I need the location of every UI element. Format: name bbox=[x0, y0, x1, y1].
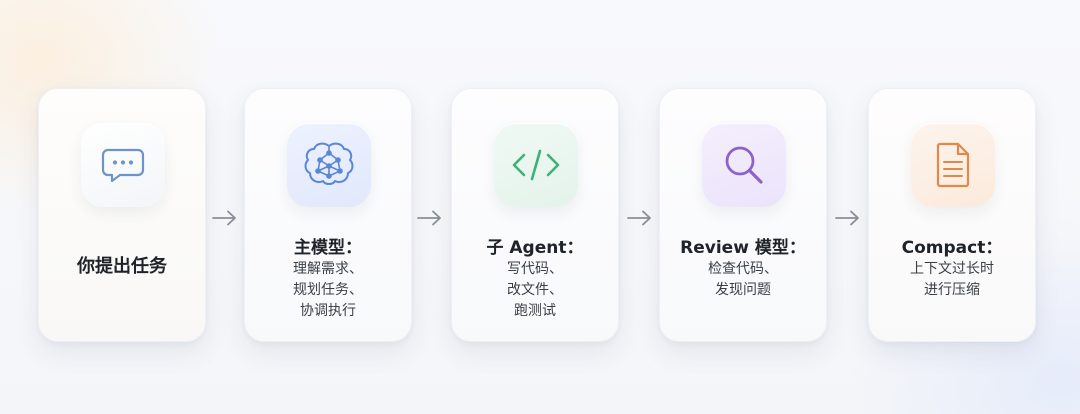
desc-line: 协调执行 bbox=[300, 303, 356, 319]
step-description: 理解需求、 规划任务、 协调执行 bbox=[245, 259, 411, 322]
arrow-right-icon bbox=[212, 210, 236, 226]
step-description: 上下文过长时 进行压缩 bbox=[869, 259, 1035, 301]
desc-line: 检查代码、 bbox=[708, 261, 778, 277]
step-title: Review 模型： bbox=[680, 238, 806, 258]
step-card-review-model: Review 模型： 检查代码、 发现问题 bbox=[659, 88, 827, 342]
desc-line: 跑测试 bbox=[514, 303, 556, 319]
step-title: 你提出任务 bbox=[77, 256, 167, 277]
desc-line: 上下文过长时 bbox=[910, 261, 994, 277]
code-icon bbox=[494, 123, 578, 207]
step-title: 主模型： bbox=[294, 238, 362, 258]
arrow-right-icon bbox=[835, 210, 859, 226]
step-title: Compact： bbox=[901, 238, 1003, 258]
desc-line: 规划任务、 bbox=[293, 282, 363, 298]
desc-line: 进行压缩 bbox=[924, 282, 980, 298]
step-title: 子 Agent： bbox=[486, 238, 584, 258]
step-card-compact: Compact： 上下文过长时 进行压缩 bbox=[868, 88, 1036, 342]
brain-network-icon bbox=[287, 123, 371, 207]
step-card-main-model: 主模型： 理解需求、 规划任务、 协调执行 bbox=[244, 88, 412, 342]
document-icon bbox=[911, 123, 995, 207]
chat-bubble-icon bbox=[81, 123, 165, 207]
step-card-user-task: 你提出任务 bbox=[38, 88, 206, 342]
desc-line: 理解需求、 bbox=[293, 261, 363, 277]
arrow-right-icon bbox=[417, 210, 441, 226]
step-card-sub-agent: 子 Agent： 写代码、 改文件、 跑测试 bbox=[451, 88, 619, 342]
desc-line: 写代码、 bbox=[507, 261, 563, 277]
step-description: 检查代码、 发现问题 bbox=[660, 259, 826, 301]
step-description: 写代码、 改文件、 跑测试 bbox=[452, 259, 618, 322]
magnifier-icon bbox=[702, 123, 786, 207]
desc-line: 改文件、 bbox=[507, 282, 563, 298]
desc-line: 发现问题 bbox=[715, 282, 771, 298]
arrow-right-icon bbox=[627, 210, 651, 226]
